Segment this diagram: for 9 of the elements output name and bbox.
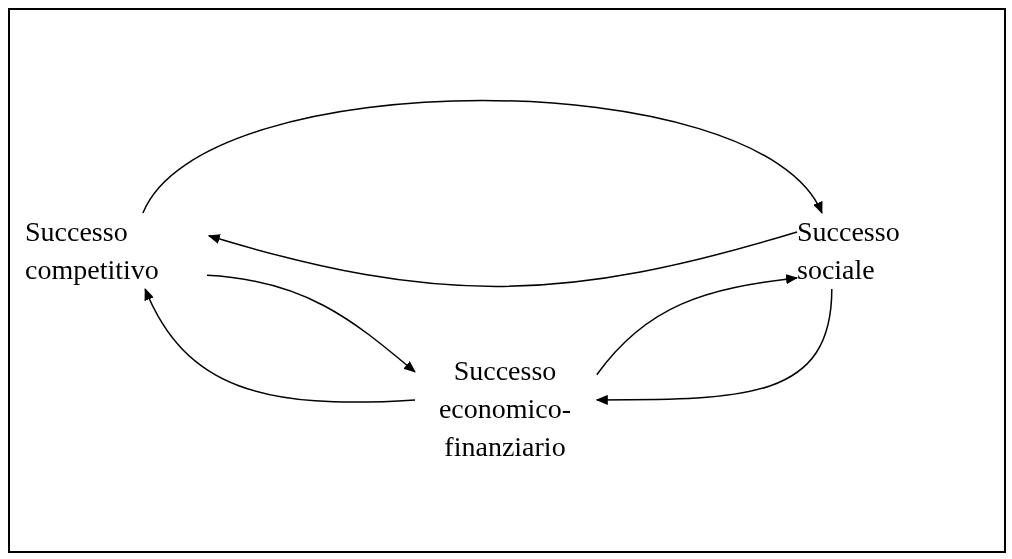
node-label: Successo sociale [797, 213, 942, 289]
curved-arrow [596, 274, 798, 376]
curved-arrow [207, 231, 798, 288]
curved-arrow [144, 288, 416, 403]
curved-arrow [206, 274, 416, 373]
node-label: Successo competitivo [25, 213, 207, 289]
node-label: Successo economico-finanziario [415, 352, 595, 466]
curved-arrow [595, 288, 833, 405]
curved-arrow [142, 99, 823, 214]
